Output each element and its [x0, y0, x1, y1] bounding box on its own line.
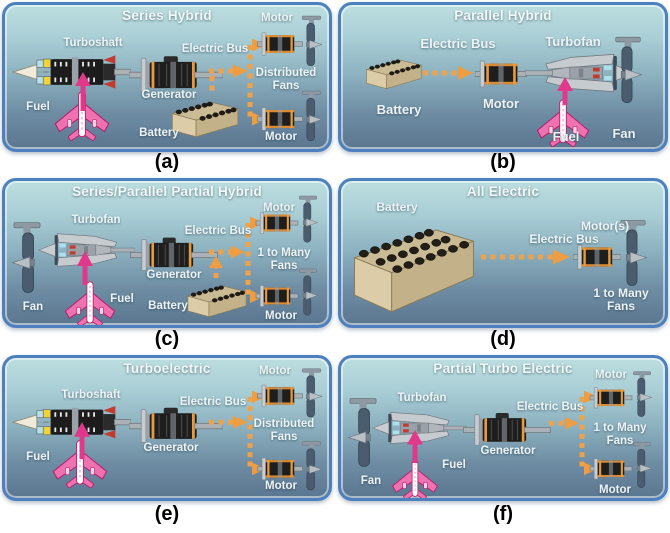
panel-title: Series Hybrid: [122, 8, 212, 23]
panel-partial-turbo-electric: Partial Turbo Electric Fan Turbofan Fuel…: [338, 355, 668, 501]
motor-label: Motor: [599, 484, 631, 496]
fans-label: 1 to Many Fans: [593, 286, 649, 314]
panel-series-parallel-partial-hybrid: Series/Parallel Partial Hybrid Fan Turbo…: [2, 178, 332, 328]
motor-label: Motor: [482, 96, 520, 111]
motor-icon: [589, 458, 633, 480]
electric-bus-line: [549, 396, 585, 469]
motor-icon: [257, 107, 303, 131]
fan-label: Fan: [22, 301, 44, 313]
caption-f: (f): [493, 503, 513, 525]
motor-label: Motor: [595, 369, 627, 381]
fan-label: Fan: [612, 126, 636, 141]
panel-parallel-hybrid: Parallel Hybrid Electric Bus Battery Mot…: [338, 2, 668, 152]
turboshaft-icon: [12, 54, 131, 90]
fan-icon: [347, 398, 377, 467]
fuel-arrow-icon: [407, 429, 423, 463]
panel-title: Partial Turbo Electric: [433, 361, 573, 376]
generator-icon: [129, 237, 219, 272]
electric-bus-line: [209, 45, 253, 118]
electric-bus-line: [209, 396, 253, 468]
fans-label: Distributed Fans: [255, 67, 317, 92]
battery-label: Battery: [148, 300, 188, 312]
panel-series-hybrid: Series Hybrid Turboshaft Fuel Generator …: [2, 2, 332, 152]
fan-icon: [633, 442, 652, 488]
generator-label: Generator: [146, 269, 202, 281]
panel-title: Turboelectric: [123, 361, 211, 376]
electric-bus-label: Electric Bus: [420, 36, 496, 51]
fans-label: 1 to Many Fans: [257, 247, 311, 272]
fuel-arrow-icon: [557, 77, 573, 105]
fan-icon: [301, 15, 323, 67]
generator-label: Generator: [141, 89, 197, 101]
fan-icon: [11, 222, 41, 294]
motor-icon: [257, 457, 303, 481]
fans-label: 1 to Many Fans: [593, 422, 647, 447]
fan-label: Fan: [360, 475, 382, 487]
turbofan-icon: [525, 53, 636, 93]
fuel-label: Fuel: [110, 293, 134, 305]
electric-bus-label: Electric Bus: [516, 401, 584, 413]
turbofan-icon: [372, 412, 467, 444]
caption-a: (a): [154, 151, 180, 173]
bus-arrow-icon: [458, 66, 473, 80]
motor-icon: [475, 60, 527, 88]
caption-d: (d): [490, 328, 516, 350]
panel-title: Series/Parallel Partial Hybrid: [72, 184, 262, 199]
fuel-arrow-icon: [74, 422, 90, 460]
battery-icon: [354, 228, 474, 313]
bus-arrow-icon: [553, 249, 570, 265]
panel-title: All Electric: [466, 184, 540, 199]
electric-bus-label: Electric Bus: [181, 43, 249, 55]
generator-icon: [129, 407, 223, 444]
motor-label: Motor: [259, 365, 291, 377]
battery-label: Battery: [376, 102, 422, 117]
engine-label: Turbofan: [397, 392, 447, 404]
electric-bus-label: Electric Bus: [184, 225, 252, 237]
engine-label: Turbofan: [71, 214, 121, 226]
fuel-label: Fuel: [26, 101, 50, 113]
engine-label: Turboshaft: [63, 37, 123, 49]
panel-all-electric: All Electric Battery Electric Bus Motor(…: [338, 178, 668, 328]
generator-label: Generator: [143, 442, 199, 454]
fan-icon: [299, 268, 318, 316]
motor-label: Motor: [261, 12, 293, 24]
caption-e: (e): [154, 503, 180, 525]
fuel-label: Fuel: [442, 459, 466, 471]
generator-label: Generator: [480, 445, 536, 457]
motor-icon: [573, 244, 621, 270]
motor-label: Motor: [265, 131, 297, 143]
fuel-label: Fuel: [552, 129, 580, 144]
panel-turboelectric: Turboelectric Turboshaft Fuel Generator …: [2, 355, 332, 501]
turboshaft-icon: [12, 405, 131, 439]
electric-bus-label: Electric Bus: [529, 232, 599, 246]
fuel-arrow-icon: [77, 251, 93, 285]
motor-label: Motor: [263, 202, 295, 214]
motor-icon: [255, 285, 299, 307]
fuel-arrow-icon: [75, 72, 91, 111]
battery-label: Battery: [376, 200, 418, 214]
caption-c: (c): [154, 328, 180, 350]
fans-label: Distributed Fans: [253, 418, 315, 443]
battery-icon: [366, 59, 422, 89]
electric-bus-line: [209, 223, 251, 296]
caption-b: (b): [490, 151, 516, 173]
battery-label: Battery: [139, 127, 179, 139]
panel-title: Parallel Hybrid: [454, 8, 552, 23]
generator-icon: [129, 55, 223, 93]
engine-label: Turboshaft: [61, 389, 121, 401]
engine-label: Turbofan: [545, 34, 601, 49]
motor-label: Motor: [265, 310, 297, 322]
fuel-label: Fuel: [26, 451, 50, 463]
motor-label: Motor(s): [581, 219, 629, 233]
electric-bus-label: Electric Bus: [179, 396, 247, 408]
motor-label: Motor: [265, 480, 297, 492]
generator-icon: [462, 412, 552, 446]
